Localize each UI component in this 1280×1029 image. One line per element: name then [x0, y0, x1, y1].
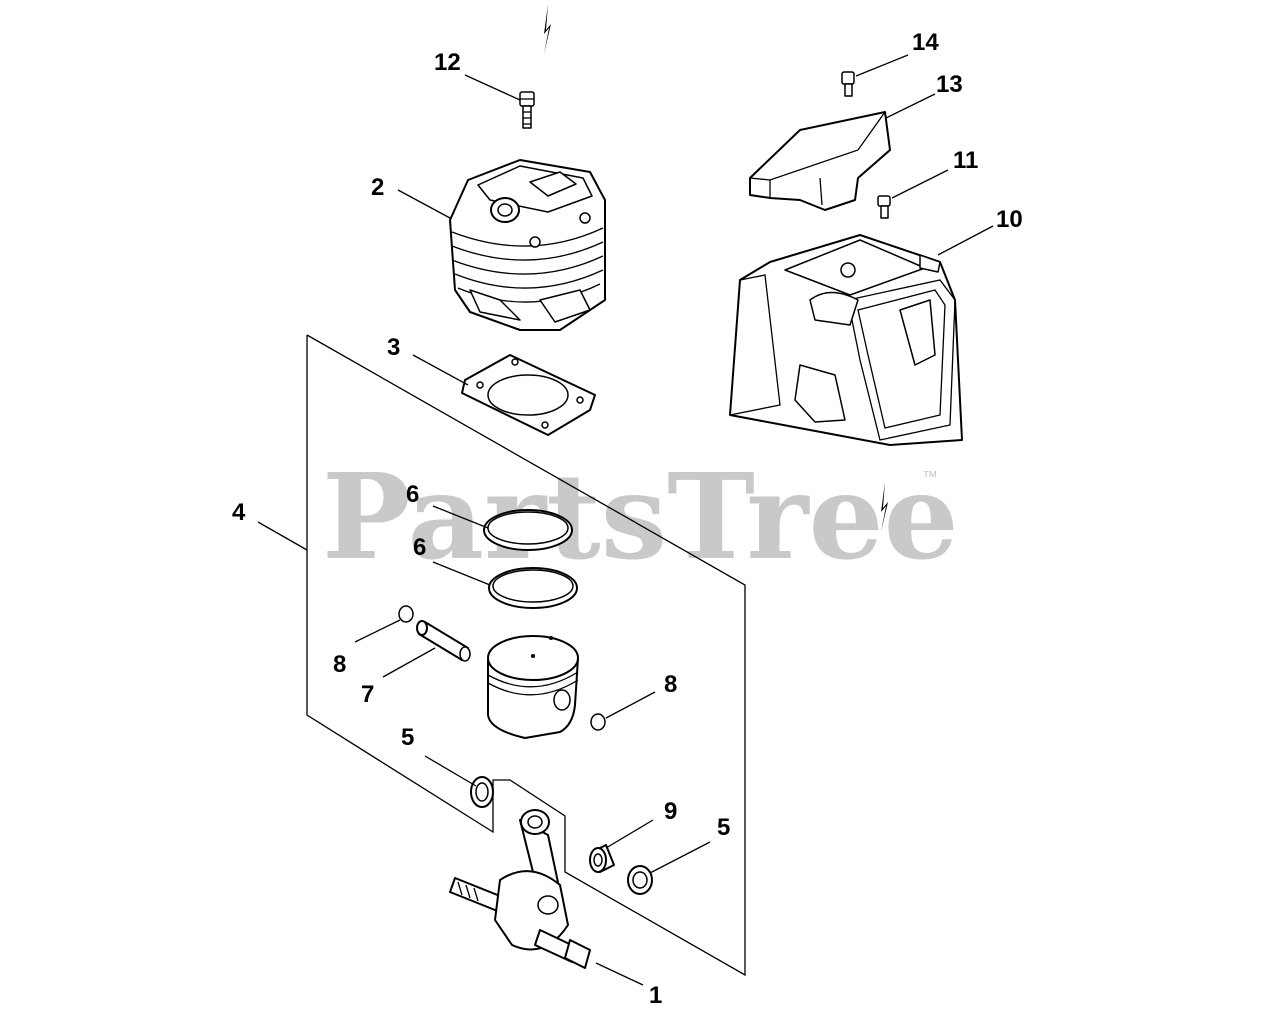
callout-14: 14 [912, 29, 939, 56]
watermark-text: PartsTree [322, 447, 959, 586]
cylinder [449, 159, 606, 331]
callout-5-left: 5 [401, 724, 414, 751]
callout-11: 11 [953, 147, 978, 174]
callout-labels: 12 2 3 4 6 6 8 7 8 5 9 5 1 14 13 11 10 [232, 29, 1023, 1009]
callout-6-upper: 6 [406, 481, 419, 508]
callout-13: 13 [936, 71, 963, 98]
callout-8-left: 8 [333, 651, 346, 678]
piston [487, 635, 579, 739]
watermark-trademark: ™ [922, 469, 938, 486]
callout-8-right: 8 [664, 671, 677, 698]
needle-bearing [589, 844, 615, 873]
section-marker-top [544, 4, 551, 54]
callout-2: 2 [371, 174, 384, 201]
bolt-14 [841, 71, 855, 97]
piston-kit-outline [306, 334, 746, 977]
callout-4: 4 [232, 499, 246, 526]
oil-seal-left [470, 776, 494, 808]
piston-ring-upper [483, 509, 573, 551]
callout-10: 10 [996, 206, 1023, 233]
circlip-left [398, 605, 414, 623]
section-marker-mid [881, 482, 888, 532]
bolt-12 [519, 91, 535, 129]
top-cover [749, 111, 891, 211]
callout-5-right: 5 [717, 814, 730, 841]
callout-9: 9 [664, 798, 677, 825]
crankshaft [449, 809, 591, 969]
callout-6-lower: 6 [413, 534, 426, 561]
callout-12: 12 [434, 49, 461, 76]
cylinder-cover [729, 234, 963, 446]
piston-pin [416, 620, 471, 662]
circlip-right [590, 713, 606, 731]
bolt-11 [877, 195, 891, 219]
piston-ring-lower [488, 567, 578, 609]
cylinder-gasket [461, 354, 596, 436]
callout-3: 3 [387, 334, 400, 361]
leader-lines [257, 54, 994, 986]
callout-7: 7 [361, 681, 374, 708]
oil-seal-right [627, 865, 653, 895]
callout-1: 1 [649, 982, 662, 1009]
